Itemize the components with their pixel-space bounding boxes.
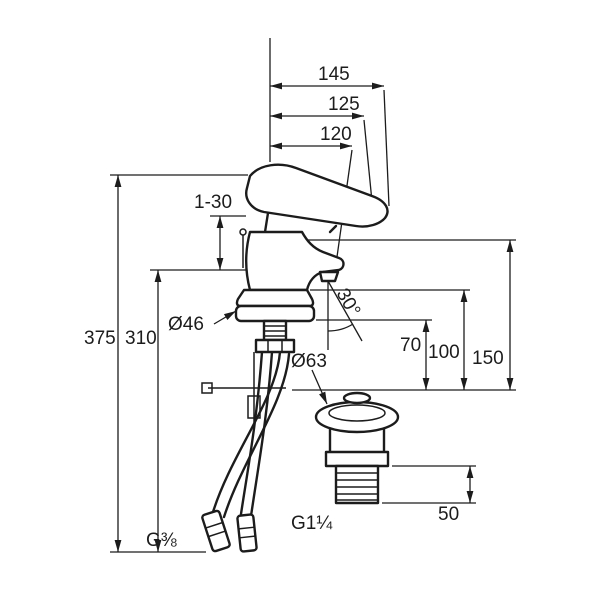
drain-plug-knob	[342, 391, 372, 405]
base-diameter-leader	[213, 310, 237, 325]
dim-70-label: 70	[400, 335, 421, 356]
drain-diameter-label: Ø63	[291, 351, 327, 372]
drain-nut	[324, 450, 390, 468]
hose-fitting-right-band2	[239, 535, 256, 539]
hose-fitting-left-band	[205, 521, 223, 529]
angle-dimension: 30°	[327, 280, 364, 350]
drain-thread-label: G1¼	[291, 513, 333, 534]
drain-dimensions: Ø63 50	[291, 351, 476, 525]
hose-right-edge1	[239, 350, 264, 516]
base-diameter-label: Ø46	[168, 314, 204, 335]
dim-125-label: 125	[328, 94, 360, 115]
mounting-hardware	[201, 352, 286, 424]
hose-fitting-right-body	[236, 513, 258, 553]
neck-right-line	[328, 224, 338, 234]
faucet	[234, 163, 389, 354]
pull-rod-knob	[239, 228, 247, 236]
aerator	[318, 270, 340, 283]
dim-375-label: 375	[84, 328, 116, 349]
drain-tail	[334, 464, 380, 505]
angle-arc	[327, 323, 354, 332]
dim-145-label: 145	[318, 64, 350, 85]
base-cone	[235, 288, 315, 308]
supply-hoses: G⅜	[146, 350, 291, 553]
mounting-nut	[254, 338, 296, 354]
left-dimensions: 1-30 375 310 Ø46	[84, 174, 248, 553]
base-escutcheon	[234, 304, 316, 323]
hose-left-edge2	[222, 352, 291, 519]
drain-assembly: G1¼	[291, 391, 400, 534]
mixer-body-and-spout	[245, 230, 345, 292]
dim-310-label: 310	[125, 328, 157, 349]
neck-left-line	[263, 211, 270, 234]
dim-120-label: 120	[320, 124, 352, 145]
hose-fitting-right	[236, 513, 258, 553]
dim-50-label: 50	[438, 504, 459, 525]
drain-flange	[314, 400, 400, 434]
right-dimensions: 70 100 150	[292, 239, 516, 391]
hose-right-edge2	[249, 350, 274, 518]
drain-flange-inner	[328, 404, 386, 422]
hose-fitting-right-band	[238, 526, 255, 530]
hose-fitting-left	[201, 509, 231, 553]
hose-left-edge1	[211, 350, 282, 514]
clamp-range-label: 1-30	[194, 192, 232, 213]
drain-diameter-leader	[311, 369, 328, 405]
hose-fitting-left-band2	[208, 530, 226, 538]
lever-handle	[245, 163, 389, 228]
dim-100-label: 100	[428, 342, 460, 363]
dim-150-label: 150	[472, 348, 504, 369]
top-dimensions: 145 125 120	[269, 38, 390, 265]
angle-slant-line	[327, 280, 363, 342]
mounting-bolt-head	[201, 382, 213, 394]
supply-thread-label: G⅜	[146, 530, 177, 551]
hose-fitting-left-body	[201, 509, 231, 553]
extension-line-145	[383, 89, 390, 207]
